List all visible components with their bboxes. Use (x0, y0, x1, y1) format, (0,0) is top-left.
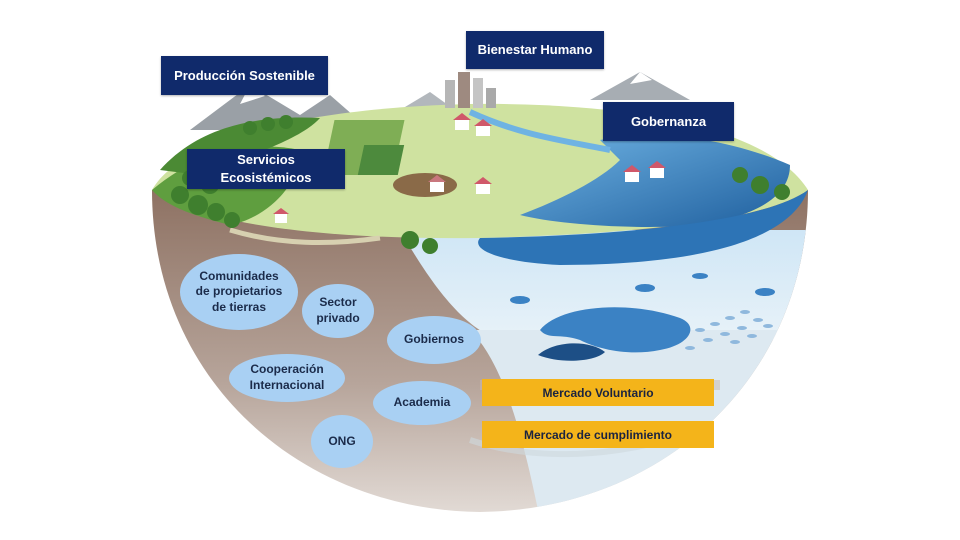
servicios-ecosistemicos-label: Servicios Ecosistémicos (187, 149, 345, 189)
fish-school (685, 310, 773, 350)
fish (510, 273, 775, 304)
gobernanza-label: Gobernanza (603, 102, 734, 141)
academia-bubble: Academia (373, 381, 471, 425)
gobiernos-bubble: Gobiernos (387, 316, 481, 364)
forest-trees (171, 115, 790, 254)
mercado-cumplimiento-label: Mercado de cumplimiento (482, 421, 714, 448)
buildings (273, 72, 666, 223)
bienestar-humano-label: Bienestar Humano (466, 31, 604, 69)
ong-bubble: ONG (311, 415, 373, 468)
comunidades-bubble: Comunidades de propietarios de tierras (180, 254, 298, 330)
sector-privado-bubble: Sector privado (302, 284, 374, 338)
cooperacion-bubble: Cooperación Internacional (229, 354, 345, 402)
mercado-voluntario-label: Mercado Voluntario (482, 379, 714, 406)
produccion-sostenible-label: Producción Sostenible (161, 56, 328, 95)
whales (538, 307, 691, 361)
wind-turbines (523, 77, 574, 104)
